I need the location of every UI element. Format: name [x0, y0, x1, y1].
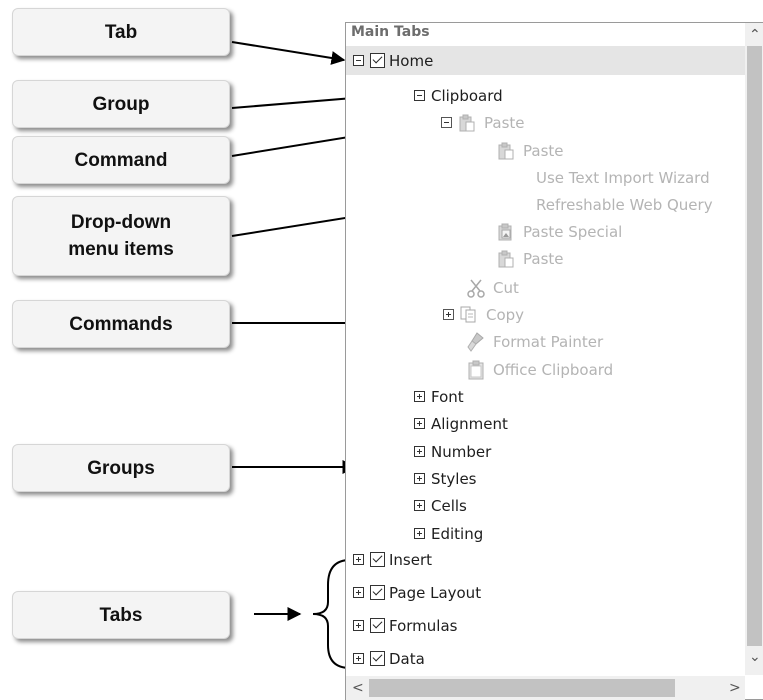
- paste-icon: [497, 141, 515, 161]
- checkbox-home[interactable]: [370, 53, 385, 68]
- expand-icon[interactable]: [414, 446, 425, 457]
- clipboard-icon: [467, 360, 485, 380]
- tab-label: Insert: [389, 550, 433, 569]
- tab-label: Formulas: [389, 616, 458, 635]
- group-label: Styles: [431, 469, 477, 488]
- tree-item-cells[interactable]: Cells: [414, 492, 467, 519]
- command-office-clipboard[interactable]: Office Clipboard: [467, 356, 613, 383]
- tree-item-alignment[interactable]: Alignment: [414, 410, 508, 437]
- scissors-icon: [467, 278, 485, 298]
- menu-item-use-text-import-wizard[interactable]: Use Text Import Wizard: [536, 164, 710, 191]
- panel-header: Main Tabs: [351, 24, 430, 40]
- callout-dropdown-label-line2: menu items: [68, 239, 174, 260]
- group-label: Alignment: [431, 414, 508, 433]
- checkbox-page-layout[interactable]: [370, 585, 385, 600]
- copy-icon: [460, 305, 478, 325]
- command-cut[interactable]: Cut: [467, 274, 519, 301]
- expand-icon[interactable]: [353, 620, 364, 631]
- paste-special-icon: [497, 222, 515, 242]
- brace-tabs: [312, 559, 351, 669]
- expand-icon[interactable]: [353, 653, 364, 664]
- scroll-right-icon[interactable]: >: [729, 680, 741, 696]
- callout-command: Command: [12, 136, 230, 184]
- expand-icon[interactable]: [443, 309, 454, 320]
- collapse-icon[interactable]: [353, 55, 364, 66]
- group-label: Cells: [431, 496, 467, 515]
- callout-tabs: Tabs: [12, 591, 230, 639]
- collapse-icon[interactable]: [414, 90, 425, 101]
- callout-commands-label: Commands: [69, 313, 173, 335]
- callout-dropdown-label-line1: Drop-down: [70, 212, 172, 233]
- tab-label: Page Layout: [389, 583, 482, 602]
- scroll-left-icon[interactable]: <: [352, 680, 364, 696]
- expand-icon[interactable]: [353, 554, 364, 565]
- menu-item-refreshable-web-query[interactable]: Refreshable Web Query: [536, 191, 713, 218]
- expand-icon[interactable]: [414, 473, 425, 484]
- arrow-tab: [231, 41, 346, 65]
- tree-item-number[interactable]: Number: [414, 438, 491, 465]
- tree-item-home[interactable]: Home: [353, 47, 433, 74]
- collapse-icon[interactable]: [441, 117, 452, 128]
- checkbox-formulas[interactable]: [370, 618, 385, 633]
- menu-item-paste-special[interactable]: Paste Special: [497, 218, 622, 245]
- group-label: Number: [431, 442, 492, 461]
- menu-item-label: Use Text Import Wizard: [536, 168, 710, 187]
- menu-item-label: Paste: [523, 141, 564, 160]
- tree-item-editing[interactable]: Editing: [414, 520, 483, 547]
- menu-item-label: Paste Special: [523, 222, 623, 241]
- tab-label: Data: [389, 649, 425, 668]
- tree-item-clipboard-label: Clipboard: [431, 86, 503, 105]
- vertical-scroll-thumb[interactable]: [747, 46, 762, 646]
- paste-icon: [458, 113, 476, 133]
- tree-item-formulas[interactable]: Formulas: [353, 612, 457, 639]
- expand-icon[interactable]: [414, 500, 425, 511]
- expand-icon[interactable]: [414, 418, 425, 429]
- callout-tab-label: Tab: [104, 21, 138, 43]
- tree-item-insert[interactable]: Insert: [353, 546, 432, 573]
- callout-groups: Groups: [12, 444, 230, 492]
- command-label: Cut: [493, 278, 519, 297]
- ribbon-tree-panel: [345, 22, 763, 700]
- checkbox-insert[interactable]: [370, 552, 385, 567]
- checkbox-data[interactable]: [370, 651, 385, 666]
- paste-icon: [497, 249, 515, 269]
- scroll-up-icon[interactable]: ⌃: [749, 27, 761, 43]
- tree-item-data[interactable]: Data: [353, 645, 425, 672]
- selected-row-highlight: [346, 46, 745, 75]
- callout-tab: Tab: [12, 8, 230, 56]
- callout-group: Group: [12, 80, 230, 128]
- command-copy[interactable]: Copy: [443, 301, 524, 328]
- menu-item-label: Refreshable Web Query: [536, 195, 713, 214]
- command-format-painter[interactable]: Format Painter: [467, 328, 603, 355]
- callout-command-label: Command: [74, 149, 168, 171]
- command-label: Office Clipboard: [493, 360, 614, 379]
- tree-item-font[interactable]: Font: [414, 383, 464, 410]
- callout-group-label: Group: [92, 93, 150, 115]
- group-label: Editing: [431, 524, 484, 543]
- command-label: Copy: [486, 305, 525, 324]
- tree-item-styles[interactable]: Styles: [414, 465, 477, 492]
- menu-item-paste-2[interactable]: Paste: [497, 245, 564, 272]
- menu-item-paste[interactable]: Paste: [497, 137, 564, 164]
- command-label: Format Painter: [493, 332, 604, 351]
- tree-item-clipboard[interactable]: Clipboard: [414, 82, 503, 109]
- brush-icon: [467, 331, 485, 352]
- scroll-down-icon[interactable]: ⌄: [749, 649, 761, 665]
- tree-item-paste-command[interactable]: Paste: [441, 109, 525, 136]
- expand-icon[interactable]: [414, 528, 425, 539]
- expand-icon[interactable]: [353, 587, 364, 598]
- tree-item-paste-label: Paste: [484, 113, 525, 132]
- callout-groups-label: Groups: [87, 457, 155, 479]
- tree-item-page-layout[interactable]: Page Layout: [353, 579, 481, 606]
- horizontal-scroll-thumb[interactable]: [369, 679, 675, 697]
- group-label: Font: [431, 387, 464, 406]
- menu-item-label: Paste: [523, 249, 564, 268]
- expand-icon[interactable]: [414, 391, 425, 402]
- tree-item-home-label: Home: [389, 51, 434, 70]
- callout-commands: Commands: [12, 300, 230, 348]
- callout-dropdown-menu-items: Drop-down menu items: [12, 196, 230, 276]
- callout-tabs-label: Tabs: [99, 604, 143, 626]
